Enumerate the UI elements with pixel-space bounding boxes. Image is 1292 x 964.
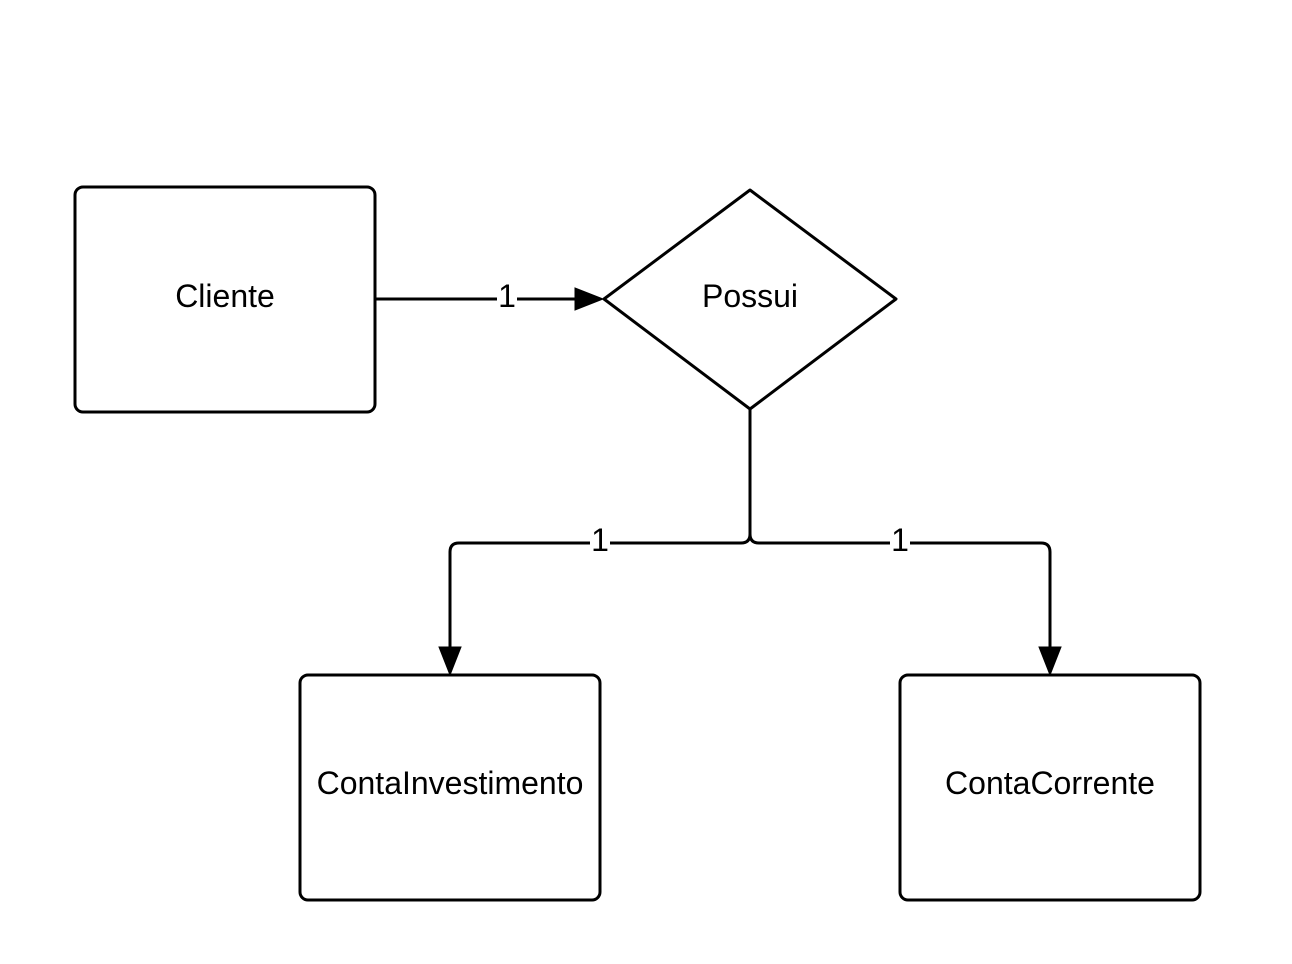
entity-conta-investimento-label: ContaInvestimento bbox=[317, 765, 584, 801]
edge-possui-conta-corrente bbox=[748, 533, 1052, 650]
entity-conta-corrente[interactable] bbox=[898, 673, 1202, 902]
cardinality-conta-corrente: 1 bbox=[891, 522, 909, 558]
arrowhead-to-possui bbox=[574, 287, 605, 311]
entity-conta-corrente-label: ContaCorrente bbox=[945, 765, 1155, 801]
entity-cliente[interactable] bbox=[73, 185, 377, 414]
entity-conta-investimento[interactable] bbox=[298, 673, 602, 902]
cardinality-conta-investimento-bg bbox=[590, 526, 610, 558]
cardinality-conta-corrente-bg bbox=[890, 526, 910, 558]
relationship-possui[interactable] bbox=[602, 188, 898, 411]
arrowhead-to-conta-corrente bbox=[1038, 646, 1062, 677]
cardinality-cliente-possui: 1 bbox=[498, 278, 516, 314]
arrowhead-to-conta-investimento bbox=[438, 646, 462, 677]
relationship-possui-label: Possui bbox=[702, 278, 798, 314]
cardinality-conta-investimento: 1 bbox=[591, 522, 609, 558]
entity-cliente-label: Cliente bbox=[175, 278, 275, 314]
cardinality-cliente-possui-bg bbox=[497, 282, 517, 314]
